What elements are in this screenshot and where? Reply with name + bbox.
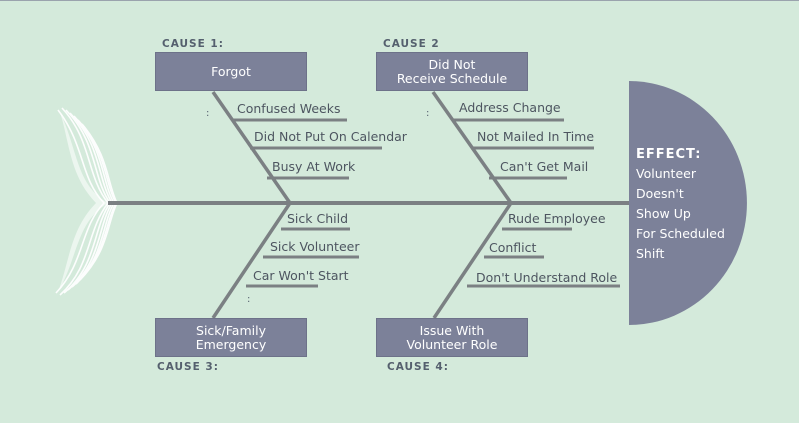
cause-2-title-line-2: Receive Schedule: [396, 70, 508, 86]
effect-line: Doesn't: [636, 186, 684, 201]
cause-1-title: Forgot: [211, 63, 251, 79]
subcause: Car Won't Start: [253, 268, 349, 283]
cause-4-box: Issue With Volunteer Role: [376, 318, 528, 357]
effect-text: EFFECT: Volunteer Doesn't Show Up For Sc…: [636, 146, 756, 264]
cause-1-label: CAUSE 1:: [162, 38, 224, 50]
cause-3-title-line-2: Emergency: [195, 336, 267, 352]
subcause: Address Change: [459, 100, 561, 115]
subcause: Confused Weeks: [237, 101, 341, 116]
fish-tail-icon: [55, 107, 118, 296]
subcause: Can't Get Mail: [500, 159, 589, 174]
effect-line: Volunteer: [636, 166, 696, 181]
cause-4-title-line-1: Issue With: [419, 322, 485, 338]
cause-3-box: Sick/Family Emergency: [155, 318, 307, 357]
fish-tail-fill: [58, 112, 108, 292]
subcause: Sick Volunteer: [270, 239, 360, 254]
cause-4-title-line-2: Volunteer Role: [406, 336, 498, 352]
placeholder-dot: :: [206, 108, 210, 119]
cause-3-label: CAUSE 3:: [157, 361, 219, 373]
fish-head: [629, 81, 747, 325]
top-border: [0, 0, 799, 1]
subcause: Sick Child: [287, 211, 349, 226]
effect-line: Show Up: [636, 206, 691, 221]
effect-line: Shift: [636, 246, 665, 261]
rib-cause-3: [211, 202, 292, 319]
subcause: Not Mailed In Time: [477, 129, 595, 144]
placeholder-dot: :: [247, 294, 251, 305]
subcause: Don't Understand Role: [476, 270, 618, 285]
subcause: Did Not Put On Calendar: [254, 129, 407, 144]
subcause: Rude Employee: [508, 211, 606, 226]
subcause: Busy At Work: [272, 159, 356, 174]
cause-1-box: Forgot: [155, 52, 307, 91]
rib-cause-4: [432, 202, 513, 319]
placeholder-dot: :: [426, 108, 430, 119]
cause-2-title-line-1: Did Not: [428, 56, 476, 72]
subcause: Conflict: [489, 240, 537, 255]
effect-title: EFFECT:: [636, 147, 702, 162]
cause-4-label: CAUSE 4:: [387, 361, 449, 373]
cause-2-box: Did Not Receive Schedule: [376, 52, 528, 91]
cause-3-title-line-1: Sick/Family: [196, 322, 266, 338]
cause-2-label: CAUSE 2: [383, 38, 440, 50]
effect-line: For Scheduled: [636, 226, 725, 241]
